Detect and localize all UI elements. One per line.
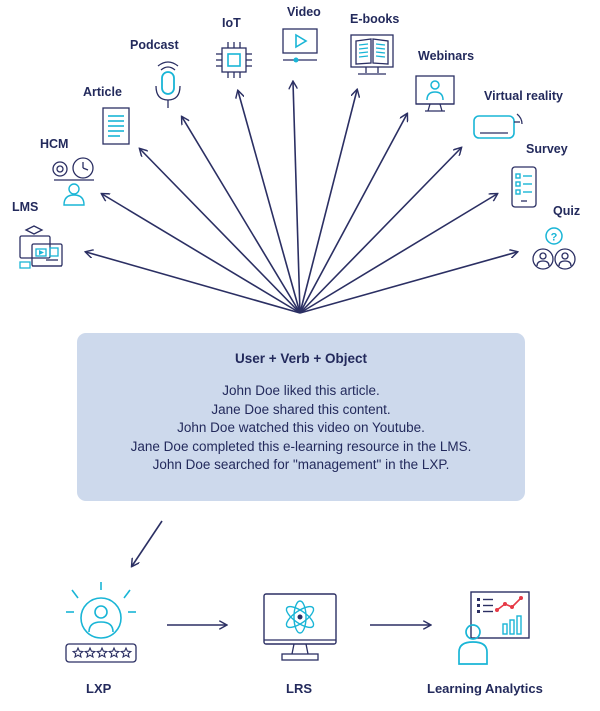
survey-icon	[511, 166, 537, 208]
webinars-icon	[415, 75, 455, 112]
example-line: Jane Doe completed this e-learning resou…	[130, 438, 472, 454]
pipeline-label-analytics: Learning Analytics	[427, 681, 543, 696]
quiz-icon: ?	[532, 227, 576, 270]
arrow-article	[140, 149, 301, 314]
source-label-survey: Survey	[526, 142, 568, 156]
ebooks-icon	[350, 34, 394, 75]
arrow-hcm	[102, 194, 301, 314]
source-label-quiz: Quiz	[553, 204, 581, 218]
statement-box: User + Verb + Object John Doe liked this…	[77, 333, 525, 501]
analytics-presenter-icon	[458, 591, 530, 665]
iot-icon	[216, 42, 252, 78]
arrow-to-lxp	[132, 520, 163, 566]
source-label-podcast: Podcast	[130, 38, 179, 52]
example-line: Jane Doe shared this content.	[211, 401, 391, 417]
svg-text:?: ?	[551, 232, 558, 244]
arrow-quiz	[299, 252, 517, 314]
arrow-video	[293, 82, 301, 314]
source-label-vr: Virtual reality	[484, 89, 563, 103]
source-label-lms: LMS	[12, 200, 39, 214]
arrow-podcast	[182, 117, 301, 314]
source-label-iot: IoT	[222, 16, 241, 30]
example-line: John Doe watched this video on Youtube.	[177, 420, 425, 435]
arrow-webinars	[299, 114, 407, 314]
lxp-user-rating-icon	[65, 582, 137, 663]
source-label-hcm: HCM	[40, 137, 69, 151]
arrow-lms	[86, 252, 301, 314]
example-line: John Doe searched for "management" in th…	[152, 457, 450, 472]
vr-headset-icon	[473, 113, 523, 139]
arrow-ebooks	[299, 90, 357, 314]
podcast-icon	[155, 61, 181, 108]
statement-examples: John Doe liked this article. Jane Doe sh…	[77, 382, 525, 475]
pipeline-label-lxp: LXP	[86, 681, 112, 696]
lrs-monitor-icon	[263, 593, 337, 661]
video-icon	[282, 28, 318, 63]
source-label-ebooks: E-books	[350, 12, 400, 26]
source-label-article: Article	[83, 85, 122, 99]
pipeline-label-lrs: LRS	[286, 681, 312, 696]
source-label-webinars: Webinars	[418, 49, 475, 63]
hcm-icon	[52, 157, 94, 206]
arrow-vr	[299, 148, 461, 314]
article-icon	[102, 107, 130, 145]
arrow-iot	[238, 91, 301, 314]
statement-title: User + Verb + Object	[234, 351, 368, 366]
example-line: John Doe liked this article.	[222, 383, 380, 398]
lms-icon	[19, 225, 63, 269]
source-label-video: Video	[287, 5, 321, 19]
arrow-survey	[299, 194, 497, 314]
